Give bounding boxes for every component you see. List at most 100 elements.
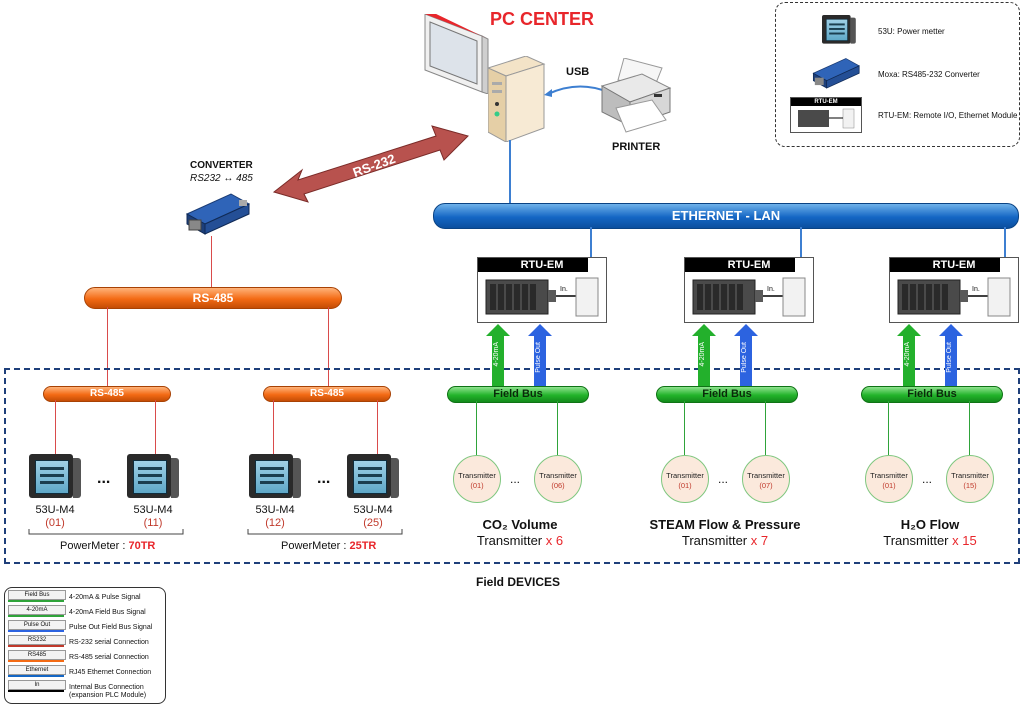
rs485-sub-bus-1: RS-485 bbox=[43, 386, 171, 402]
legend-text: Moxa: RS485-232 Converter bbox=[878, 70, 980, 79]
analog-4-20ma-arrow: 4-20mA bbox=[692, 324, 716, 388]
powermeter-group-label: PowerMeter : 70TR bbox=[60, 540, 156, 552]
usb-label: USB bbox=[566, 66, 590, 78]
meter-name: 53U-M4 bbox=[133, 504, 173, 516]
legend-tag: RS485 bbox=[8, 650, 66, 660]
field-bus-label: Field Bus bbox=[493, 388, 543, 400]
legend-swatch bbox=[8, 645, 64, 647]
transmitter-node: Transmitter (07) bbox=[742, 455, 790, 503]
field-bus-2: Field Bus bbox=[656, 386, 798, 403]
meter-id: (11) bbox=[143, 517, 163, 529]
legend-text: 53U: Power metter bbox=[878, 27, 945, 36]
group-subtitle: Transmitter x 15 bbox=[883, 533, 977, 548]
legend-swatch bbox=[8, 600, 64, 602]
meter-ellipsis: ... bbox=[317, 470, 331, 487]
rtu-em-2: RTU-EM In. bbox=[684, 257, 814, 323]
field-devices-frame bbox=[4, 368, 1020, 564]
legend-text: 4-20mA & Pulse Signal bbox=[69, 594, 141, 601]
legend-text: (expansion PLC Module) bbox=[69, 692, 147, 699]
rs485-drop-2 bbox=[328, 307, 329, 387]
transmitter-wire bbox=[888, 401, 889, 455]
ethernet-lan-bus: ETHERNET - LAN bbox=[433, 203, 1019, 229]
ethernet-drop-3 bbox=[1004, 227, 1006, 257]
analog-4-20ma-arrow: 4-20mA bbox=[897, 324, 921, 388]
monitor-icon bbox=[420, 12, 490, 95]
legend-tag: RS232 bbox=[8, 635, 66, 645]
rtu-em-label: RTU-EM bbox=[890, 258, 1018, 272]
transmitter-ellipsis: ... bbox=[718, 472, 729, 486]
meter-wire-4 bbox=[377, 400, 378, 454]
internal-bus-label: In. bbox=[560, 286, 568, 293]
legend-tag: In bbox=[8, 680, 66, 690]
legend-text: Internal Bus Connection bbox=[69, 684, 144, 691]
transmitter-node: Transmitter (06) bbox=[534, 455, 582, 503]
internal-bus-label: In. bbox=[972, 286, 980, 293]
rs485-main-bus: RS-485 bbox=[84, 287, 342, 309]
legend-text: RS-232 serial Connection bbox=[69, 639, 149, 646]
legend-swatch bbox=[8, 660, 64, 662]
powermeter-group-label: PowerMeter : 25TR bbox=[281, 540, 377, 552]
line-legend: Field Bus 4-20mA & Pulse Signal 4-20mA 4… bbox=[4, 587, 166, 704]
page-title: PC CENTER bbox=[490, 9, 595, 29]
transmitter-node: Transmitter (01) bbox=[661, 455, 709, 503]
pulse-out-arrow: Pulse Out bbox=[939, 324, 963, 388]
transmitter-node: Transmitter (01) bbox=[865, 455, 913, 503]
legend-text: RJ45 Ethernet Connection bbox=[69, 669, 152, 676]
legend-swatch bbox=[8, 675, 64, 677]
converter-title: CONVERTER bbox=[190, 160, 253, 171]
field-bus-label: Field Bus bbox=[702, 388, 752, 400]
field-bus-label: Field Bus bbox=[907, 388, 957, 400]
moxa-converter-icon bbox=[183, 192, 255, 238]
transmitter-wire bbox=[557, 401, 558, 455]
power-meter-icon bbox=[29, 454, 81, 502]
plc-module-icon bbox=[485, 277, 599, 317]
transmitter-node: Transmitter (01) bbox=[453, 455, 501, 503]
transmitter-wire bbox=[684, 401, 685, 455]
group-subtitle: Transmitter x 7 bbox=[681, 533, 769, 548]
legend-tag: Pulse Out bbox=[8, 620, 66, 630]
ethernet-drop-1 bbox=[590, 227, 592, 257]
plc-module-icon bbox=[897, 277, 1011, 317]
internal-bus-label: In. bbox=[767, 286, 775, 293]
rs485-sub-bus-2: RS-485 bbox=[263, 386, 391, 402]
plc-module-icon bbox=[692, 277, 806, 317]
meter-name: 53U-M4 bbox=[353, 504, 393, 516]
power-meter-icon bbox=[127, 454, 179, 502]
rs485-sub-label: RS-485 bbox=[310, 388, 344, 399]
legend-tag: Ethernet bbox=[8, 665, 66, 675]
meter-name: 53U-M4 bbox=[35, 504, 75, 516]
meter-id: (25) bbox=[363, 517, 383, 529]
group-title: STEAM Flow & Pressure bbox=[649, 517, 801, 532]
meter-id: (01) bbox=[45, 517, 65, 529]
rtu-em-label: RTU-EM bbox=[685, 258, 813, 272]
rs485-main-label: RS-485 bbox=[192, 291, 234, 305]
rtu-em-3: RTU-EM In. bbox=[889, 257, 1019, 323]
field-bus-3: Field Bus bbox=[861, 386, 1003, 403]
converter-rs485-link bbox=[211, 236, 212, 288]
legend-swatch bbox=[8, 615, 64, 617]
group-title: H₂O Flow bbox=[900, 517, 960, 532]
printer-icon bbox=[596, 57, 672, 136]
ethernet-lan-label: ETHERNET - LAN bbox=[671, 208, 781, 223]
meter-id: (12) bbox=[265, 517, 285, 529]
legend-text: Pulse Out Field Bus Signal bbox=[69, 624, 153, 631]
ethernet-drop-2 bbox=[800, 227, 802, 257]
rs232-arrow bbox=[272, 125, 469, 203]
legend-swatch bbox=[8, 630, 64, 632]
legend-text: 4-20mA Field Bus Signal bbox=[69, 609, 146, 616]
transmitter-ellipsis: ... bbox=[510, 472, 521, 486]
rs485-sub-label: RS-485 bbox=[90, 388, 124, 399]
device-legend: 53U: Power metter Moxa: RS485-232 Conver… bbox=[775, 2, 1020, 147]
powermeter-bracket bbox=[28, 529, 184, 535]
transmitter-wire bbox=[969, 401, 970, 455]
pulse-out-arrow: Pulse Out bbox=[734, 324, 758, 388]
legend-tag: 4-20mA bbox=[8, 605, 66, 615]
printer-label: PRINTER bbox=[612, 141, 661, 153]
field-devices-label: Field DEVICES bbox=[476, 575, 561, 589]
legend-text: RTU-EM: Remote I/O, Ethernet Module bbox=[878, 111, 1018, 120]
power-meter-icon bbox=[249, 454, 301, 502]
legend-tag: Field Bus bbox=[8, 590, 66, 600]
transmitter-wire bbox=[765, 401, 766, 455]
power-meter-icon bbox=[347, 454, 399, 502]
moxa-converter-icon bbox=[812, 58, 860, 89]
